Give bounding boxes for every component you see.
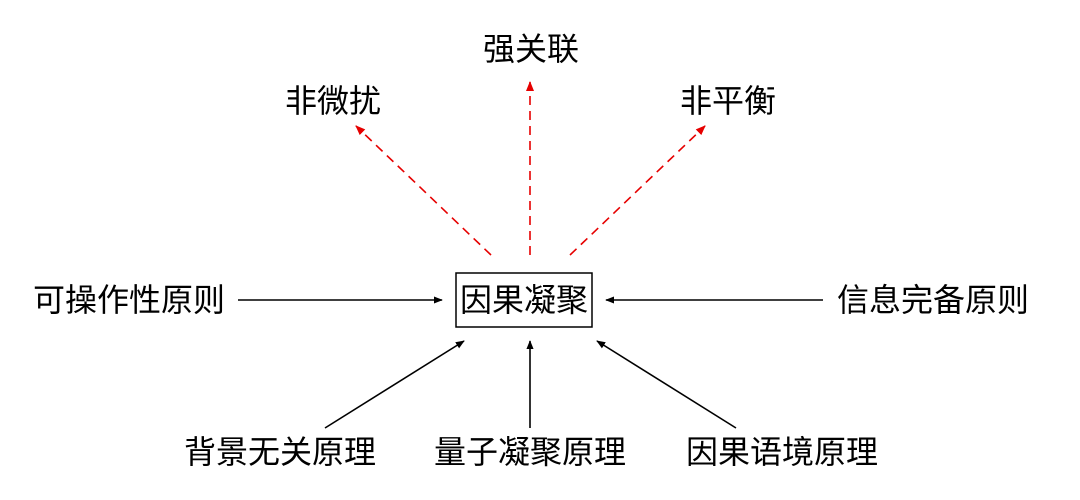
- center-box: [455, 272, 593, 328]
- principle-label-operability: 可操作性原则: [33, 281, 225, 319]
- outcome-label-nonperturbative: 非微扰: [285, 82, 381, 120]
- arrow-from-causal-context: [596, 340, 737, 429]
- outcome-labels: 非微扰 强关联 非平衡: [285, 30, 776, 120]
- outcome-label-strong-correlation: 强关联: [483, 30, 579, 68]
- arrow-to-nonperturbative: [355, 125, 492, 256]
- principle-label-quantum-condensation: 量子凝聚原理: [434, 433, 626, 471]
- center-node: 因果凝聚: [455, 272, 593, 328]
- outcome-label-nonequilibrium: 非平衡: [680, 82, 776, 120]
- principle-label-information-completeness: 信息完备原则: [837, 281, 1029, 319]
- arrow-from-background-independence: [324, 340, 465, 429]
- bottom-labels: 背景无关原理 量子凝聚原理 因果语境原理: [184, 433, 878, 471]
- arrow-to-nonequilibrium: [569, 125, 706, 256]
- side-labels: 可操作性原则 信息完备原则: [33, 281, 1029, 319]
- bottom-arrows: [324, 340, 737, 429]
- outcome-arrows: [355, 81, 706, 256]
- principle-label-causal-context: 因果语境原理: [686, 433, 878, 471]
- principle-label-background-independence: 背景无关原理: [184, 433, 376, 471]
- center-label: 因果凝聚: [460, 281, 588, 319]
